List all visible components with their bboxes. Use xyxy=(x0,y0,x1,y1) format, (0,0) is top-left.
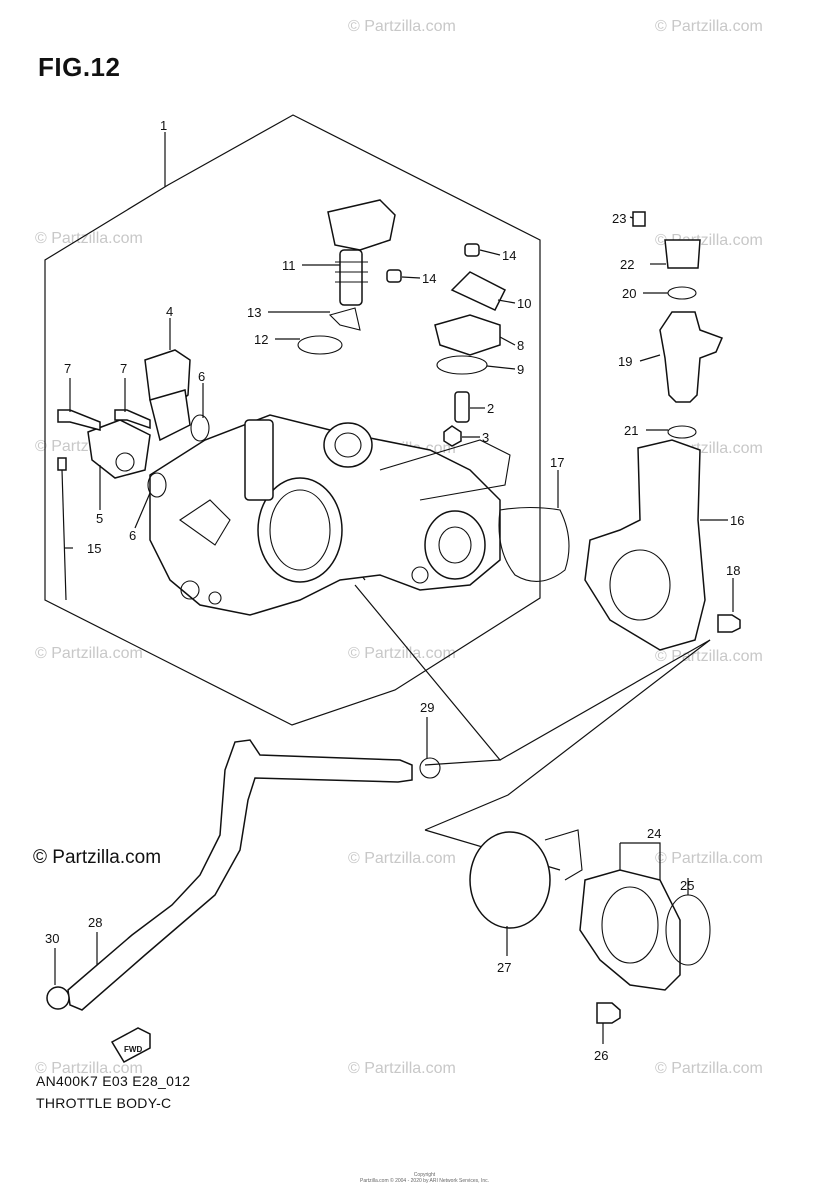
screw-part-7 xyxy=(57,409,101,431)
callout-7: 7 xyxy=(120,361,127,376)
cap-part-22 xyxy=(664,239,701,269)
oring-part-9 xyxy=(436,355,488,375)
watermark: © Partzilla.com xyxy=(35,230,143,247)
oring-part-21 xyxy=(667,425,697,439)
callout-22: 22 xyxy=(620,257,634,272)
callout-23: 23 xyxy=(612,211,626,226)
clip-part-13 xyxy=(328,307,361,331)
oring-part-6 xyxy=(147,472,167,498)
callout-3: 3 xyxy=(482,430,489,445)
callout-8: 8 xyxy=(517,338,524,353)
tiny-copyright-line1: Copyright xyxy=(413,1172,436,1178)
copyright-label: © Partzilla.com xyxy=(33,847,162,868)
fwd-arrow: FWD xyxy=(110,1027,151,1063)
callout-2: 2 xyxy=(487,401,494,416)
watermark: © Partzilla.com xyxy=(35,1060,143,1077)
callout-5: 5 xyxy=(96,511,103,526)
watermark: © Partzilla.com xyxy=(348,850,456,867)
watermark: © Partzilla.com xyxy=(348,1060,456,1077)
sensor-part-8 xyxy=(434,314,501,356)
callout-20: 20 xyxy=(622,286,636,301)
bolt-part-18 xyxy=(717,614,741,633)
oring-part-6 xyxy=(190,414,210,442)
callout-7: 7 xyxy=(64,361,71,376)
bolt-part-23 xyxy=(632,211,646,227)
callout-14: 14 xyxy=(502,248,516,263)
clip-part-29 xyxy=(419,757,441,779)
figure-title: FIG.12 xyxy=(38,52,121,82)
clamp-part-27 xyxy=(469,831,551,929)
hose-part-28 xyxy=(67,739,413,1011)
section-name: THROTTLE BODY-C xyxy=(36,1095,172,1111)
model-code: AN400K7 E03 E28_012 xyxy=(36,1073,191,1089)
bolt-part-26 xyxy=(596,1002,621,1024)
holder-part-16 xyxy=(584,439,706,651)
fwd-label: FWD xyxy=(124,1045,142,1054)
screw-part-7 xyxy=(114,409,151,430)
callout-28: 28 xyxy=(88,915,102,930)
callout-30: 30 xyxy=(45,931,59,946)
screw-part-14 xyxy=(386,269,402,283)
gasket-part-17 xyxy=(498,506,570,582)
nut-part-3 xyxy=(443,425,462,447)
throttle-body-drawing xyxy=(149,414,511,616)
sensor-part-11 xyxy=(327,199,396,306)
watermark: © Partzilla.com xyxy=(348,645,456,662)
callout-19: 19 xyxy=(618,354,632,369)
callout-24: 24 xyxy=(647,826,661,841)
injector-part-19 xyxy=(659,311,724,403)
screw-part-14 xyxy=(464,243,480,257)
callout-13: 13 xyxy=(247,305,261,320)
callout-10: 10 xyxy=(517,296,531,311)
cable-tie-part-15 xyxy=(57,457,67,471)
tiny-copyright: Copyright Partzilla.com © 2004 - 2020 by… xyxy=(360,1172,489,1184)
oring-part-20 xyxy=(667,286,697,300)
callout-29: 29 xyxy=(420,700,434,715)
callout-21: 21 xyxy=(624,423,638,438)
callout-26: 26 xyxy=(594,1048,608,1063)
callout-17: 17 xyxy=(550,455,564,470)
callout-6: 6 xyxy=(129,528,136,543)
callout-16: 16 xyxy=(730,513,744,528)
clip-part-30 xyxy=(46,986,70,1010)
callout-18: 18 xyxy=(726,563,740,578)
screw-part-2 xyxy=(454,391,470,423)
watermark: © Partzilla.com xyxy=(655,18,763,35)
callout-4: 4 xyxy=(166,304,173,319)
callout-11: 11 xyxy=(282,258,296,273)
callout-9: 9 xyxy=(517,362,524,377)
callout-6: 6 xyxy=(198,369,205,384)
oring-part-12 xyxy=(297,335,343,355)
callout-14: 14 xyxy=(422,271,436,286)
watermark: © Partzilla.com xyxy=(348,18,456,35)
callout-1: 1 xyxy=(160,118,167,133)
callout-25: 25 xyxy=(680,878,694,893)
watermark: © Partzilla.com xyxy=(35,645,143,662)
watermark: © Partzilla.com xyxy=(655,850,763,867)
tiny-copyright-line2: Partzilla.com © 2004 - 2020 by ARI Netwo… xyxy=(360,1178,490,1184)
intake-part-24 xyxy=(579,869,681,991)
callout-15: 15 xyxy=(87,541,101,556)
callout-27: 27 xyxy=(497,960,511,975)
watermark: © Partzilla.com xyxy=(655,1060,763,1077)
watermark: © Partzilla.com xyxy=(655,648,763,665)
callout-12: 12 xyxy=(254,332,268,347)
bracket-part-10 xyxy=(450,271,507,311)
